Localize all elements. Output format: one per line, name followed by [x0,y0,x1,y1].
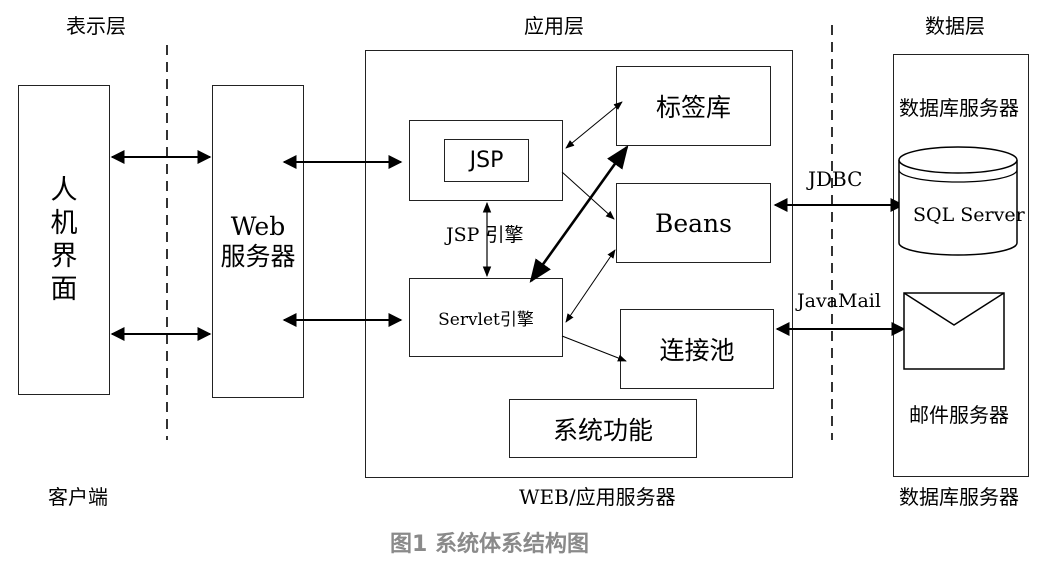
system-functions-label: 系统功能 [552,415,653,445]
arrow-servlet-pool [561,335,627,362]
arrow-servlet-beans [565,249,616,323]
envelope-icon [903,292,1005,370]
layer-title-presentation: 表示层 [66,14,126,38]
connection-pool-box: 连接池 [620,309,774,389]
hmi-label: 人机界面 [50,175,78,305]
mail-server-label: 邮件服务器 [909,403,1009,427]
web-server-label-line1: Web [230,211,286,241]
web-app-server-label: WEB/应用服务器 [519,485,676,509]
javamail-label: JavaMail [797,290,881,312]
db-server-bottom-label: 数据库服务器 [899,485,1019,509]
sql-server-label: SQL Server [913,204,1025,226]
system-functions-box: 系统功能 [509,399,697,458]
client-label: 客户端 [48,485,108,509]
jdbc-label: JDBC [808,167,863,191]
data-server-container [893,54,1029,477]
database-icon [898,146,1018,256]
figure-caption: 图1 系统体系结构图 [390,532,589,557]
connection-pool-label: 连接池 [659,336,735,365]
tag-library-box: 标签库 [616,66,771,146]
arrow-jsp-taglib [565,101,623,149]
web-server-label-line2: 服务器 [220,241,296,271]
web-server-box: Web 服务器 [212,85,304,398]
hmi-box: 人机界面 [18,85,110,395]
jsp-label: JSP [469,148,504,173]
db-server-title: 数据库服务器 [899,96,1019,120]
arrow-jsp-beans [561,171,615,220]
servlet-engine-box: Servlet引擎 [409,278,563,357]
servlet-engine-label: Servlet引擎 [438,310,534,330]
beans-label: Beans [654,208,732,238]
beans-box: Beans [616,183,771,263]
layer-title-data: 数据层 [925,14,985,38]
layer-title-application: 应用层 [524,14,584,38]
jsp-box: JSP [444,139,529,182]
tag-library-label: 标签库 [655,93,731,122]
arrow-servlet-taglib [529,145,629,283]
